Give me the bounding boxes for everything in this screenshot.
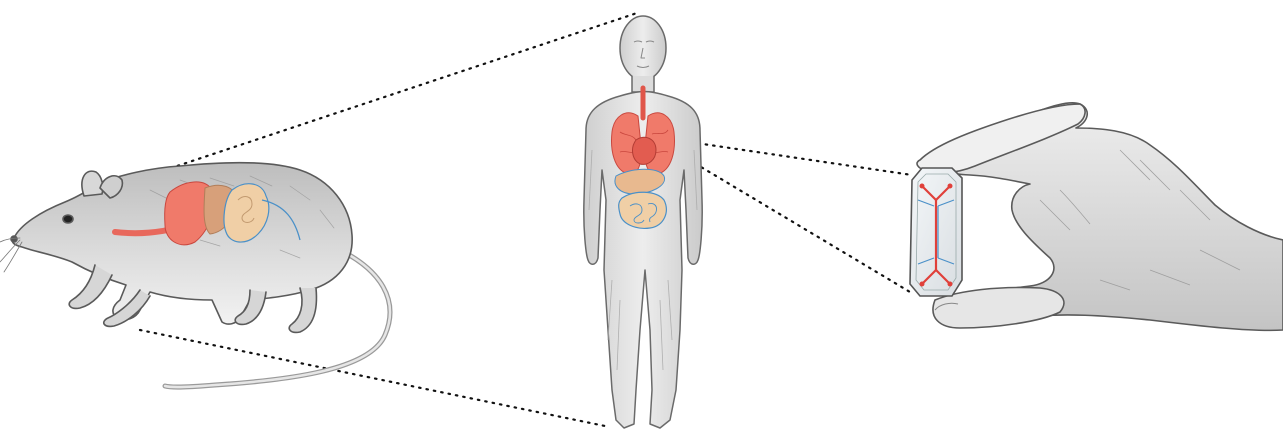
hand-holding-chip-illustration <box>917 103 1283 331</box>
connector-rat-top <box>135 12 640 180</box>
human-intestines <box>619 192 667 228</box>
connector-rat-bottom <box>140 330 605 426</box>
rat-ear <box>82 171 103 196</box>
rat-eye <box>63 215 73 223</box>
connector-chip-top <box>676 140 912 175</box>
connector-chip-bottom <box>676 152 910 292</box>
human-heart <box>633 137 656 164</box>
organ-on-chip-device <box>910 168 962 296</box>
